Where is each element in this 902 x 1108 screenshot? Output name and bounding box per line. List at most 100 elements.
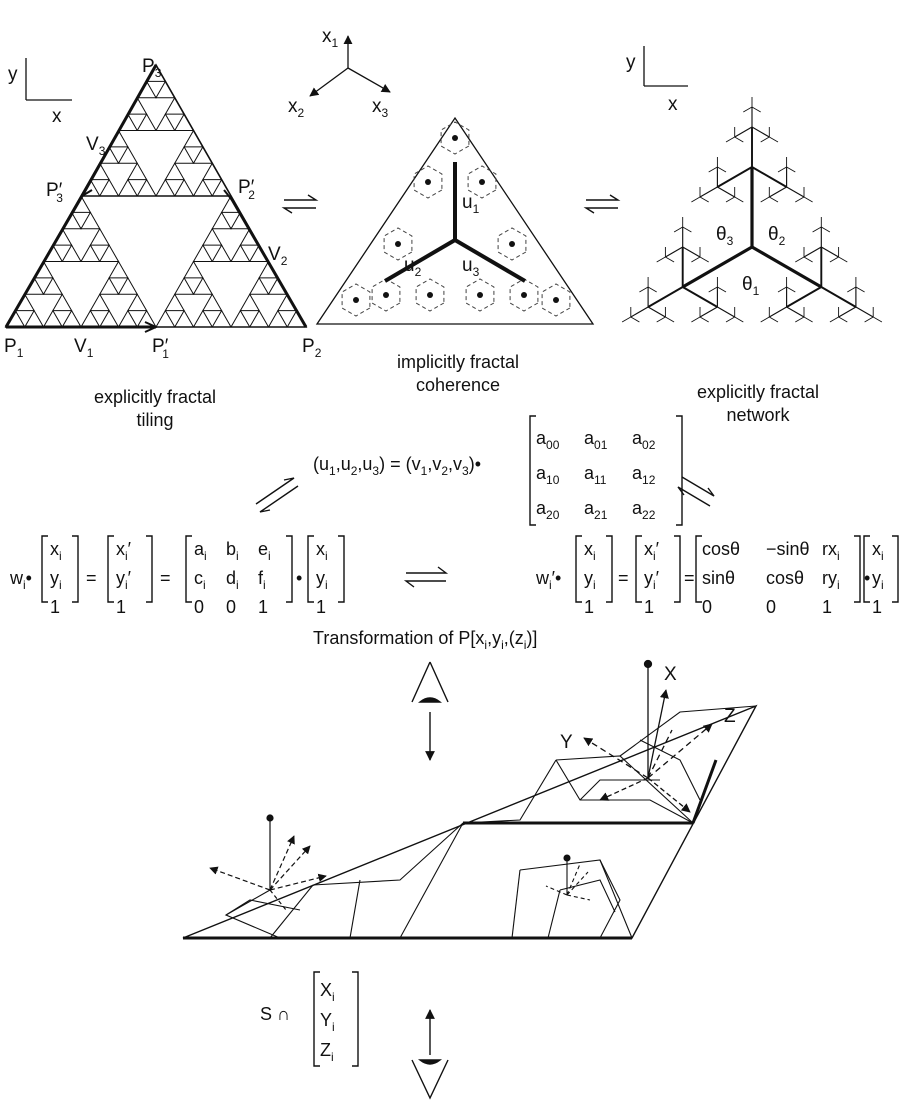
sierpinski-cell xyxy=(173,113,195,131)
matrix-cell: fi xyxy=(258,568,266,592)
sierpinski-cell xyxy=(108,260,129,279)
matrix-cell: xi xyxy=(50,539,62,563)
network-branch xyxy=(838,256,848,263)
sierpinski-cell xyxy=(42,309,64,328)
matrix-cell: 1 xyxy=(116,597,126,617)
coherence-node xyxy=(395,241,401,247)
sierpinski-cell xyxy=(117,178,139,197)
network-branch xyxy=(708,166,718,173)
matrix-cell: sinθ xyxy=(702,568,735,588)
coherence-node xyxy=(425,179,431,185)
network-branch xyxy=(682,286,718,308)
sierpinski-cell xyxy=(117,309,139,328)
coherence-node xyxy=(479,179,485,185)
matrix-cell: yi xyxy=(50,568,62,592)
axis-x1-label: x1 xyxy=(322,26,339,50)
sierpinski-cell xyxy=(173,145,195,164)
network-branch xyxy=(630,306,649,318)
left-axes: y x xyxy=(8,58,72,127)
bracket-right xyxy=(72,535,79,603)
fractal-network xyxy=(621,97,883,323)
sierpinski-cell xyxy=(211,309,232,328)
network-branch xyxy=(760,136,770,143)
matrix-cell: xi′ xyxy=(116,539,132,563)
network-branch xyxy=(795,256,805,263)
sierpinski-cell xyxy=(127,162,148,181)
coherence-node xyxy=(509,241,515,247)
diag-arrows-right xyxy=(677,476,715,507)
matrix-cell: 1 xyxy=(258,597,268,617)
sierpinski-cell xyxy=(155,113,176,131)
matrix-cell: xi′ xyxy=(644,539,660,563)
network-branch xyxy=(820,286,857,308)
coherence-hexagon xyxy=(497,227,527,261)
label-u1: u1 xyxy=(462,192,480,216)
sierpinski-cell xyxy=(248,309,270,328)
network-branch xyxy=(855,306,874,318)
coherence-hexagon xyxy=(509,278,539,312)
sierpinski-cell xyxy=(211,211,232,230)
sierpinski-cell xyxy=(192,309,214,328)
caption-coherence-line1: implicitly fractal xyxy=(397,352,519,372)
coherence-hexagon xyxy=(541,283,571,317)
matrix-entry: a22 xyxy=(632,498,656,522)
dot-operator: • xyxy=(296,568,302,588)
coherence-hexagon xyxy=(383,227,413,261)
coherence-triangle: u1 u2 u3 xyxy=(315,116,595,325)
label-p1: P1 xyxy=(4,336,24,360)
matrix-cell: cosθ xyxy=(702,539,740,559)
sierpinski-cell xyxy=(136,309,157,328)
network-branch xyxy=(769,316,779,323)
tiling-labels: P3 V3 P′3 P′2 V2 P1 V1 P′1 P2 xyxy=(4,56,322,361)
sierpinski-cell xyxy=(155,178,176,197)
svg-text:(u1,u2,u3) = (v1,v2,v3)•: (u1,u2,u3) = (v1,v2,v3)• xyxy=(313,454,481,478)
sierpinski-cell xyxy=(155,309,176,328)
network-branch xyxy=(821,226,831,233)
network-branch xyxy=(708,286,718,293)
right-axis-x-label: x xyxy=(668,94,678,115)
network-branch xyxy=(647,306,666,318)
sierpinski-cell xyxy=(98,276,120,295)
axis-x2-label: x2 xyxy=(288,96,305,120)
matrix-cell: 1 xyxy=(644,597,654,617)
sierpinski-cell xyxy=(192,145,214,164)
network-branch xyxy=(838,316,848,323)
right-axes: y x xyxy=(626,46,688,115)
network-branch xyxy=(786,166,796,173)
network-branch xyxy=(864,316,874,323)
bracket-left xyxy=(107,535,114,603)
caption-coherence-line2: coherence xyxy=(416,375,500,395)
network-branch xyxy=(751,166,788,188)
coherence-node xyxy=(452,135,458,141)
network-branch xyxy=(725,316,735,323)
diag-arrows-left xyxy=(255,477,299,513)
surface-axes-right xyxy=(545,854,591,901)
coherence-hexagon xyxy=(467,165,497,199)
label-u2: u2 xyxy=(404,255,422,279)
network-branch xyxy=(716,166,753,188)
coherence-node xyxy=(353,297,359,303)
coherence-hexagon xyxy=(440,121,470,155)
network-branch xyxy=(803,256,813,263)
sierpinski-cell xyxy=(230,309,251,328)
matrix-entry: a02 xyxy=(632,428,656,452)
bracket-left xyxy=(695,535,702,603)
matrix-entry: a12 xyxy=(632,463,656,487)
matrix-cell: ryi xyxy=(822,568,840,592)
equals-sign: = xyxy=(86,568,97,588)
coherence-hexagon xyxy=(341,283,371,317)
matrix-cell: xi xyxy=(584,539,596,563)
sierpinski-cell xyxy=(211,178,232,197)
network-branch xyxy=(769,136,779,143)
network-branch xyxy=(829,256,839,263)
label-p2-prime: P′2 xyxy=(238,177,255,202)
matrix-entry: a01 xyxy=(584,428,608,452)
sierpinski-cell xyxy=(183,129,204,148)
label-theta1: θ1 xyxy=(742,274,760,298)
network-branch xyxy=(786,186,805,198)
label-p1-prime: P′1 xyxy=(152,336,169,361)
network-branch xyxy=(786,286,796,293)
sierpinski-cell xyxy=(98,244,120,262)
